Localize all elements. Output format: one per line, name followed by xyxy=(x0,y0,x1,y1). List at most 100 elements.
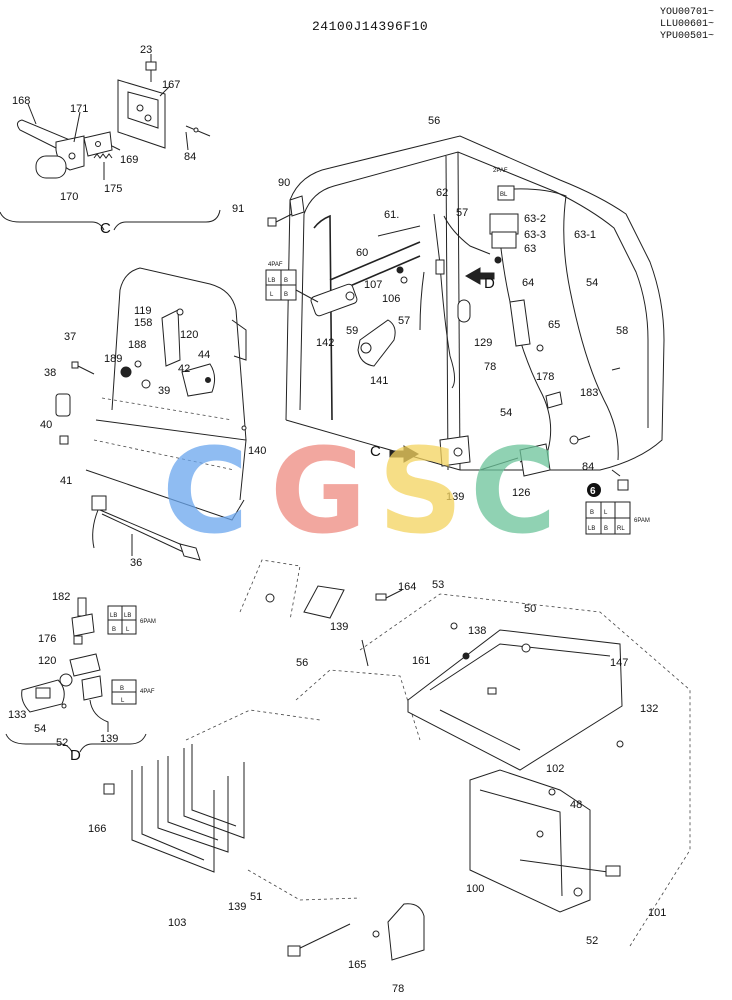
callout-166: 101 xyxy=(648,907,666,919)
callout-178: 178 xyxy=(536,371,554,383)
conn-4p-code: 4PAF xyxy=(268,262,283,268)
conn-6p-code: 6PAM xyxy=(634,518,650,524)
callout-53: 138 xyxy=(468,625,486,637)
callout-183: 183 xyxy=(580,387,598,399)
callout-23: 23 xyxy=(140,44,152,56)
callout-90: 90 xyxy=(278,177,290,189)
callout-56: 56 xyxy=(428,115,440,127)
callout-129: 129 xyxy=(474,337,492,349)
callout-188: 188 xyxy=(128,339,146,351)
conn-d4p-cell-2: LB xyxy=(124,613,131,619)
conn-4p-cell-2: B xyxy=(284,278,288,284)
callout-107: 107 xyxy=(364,279,382,291)
callout-182: 120 xyxy=(38,655,56,667)
floor-parts-drawing xyxy=(103,559,691,961)
conn-2p-code: 2PAF xyxy=(493,168,508,174)
arrow-d-label: D xyxy=(484,275,495,292)
callout-54-d: 139 xyxy=(100,733,118,745)
callout-158: 158 xyxy=(134,317,152,329)
conn-4p-cell-4: B xyxy=(284,292,288,298)
callout-37: 37 xyxy=(64,331,76,343)
callout-52-upper: 102 xyxy=(546,763,564,775)
callout-126: 164 xyxy=(398,581,416,593)
callout-139-a: 53 xyxy=(432,579,444,591)
callout-120-d: 54 xyxy=(34,723,46,735)
cgsc-watermark: C G S C xyxy=(162,422,557,560)
callout-119: 119 xyxy=(134,305,152,317)
model-code-3: YPU00501~ xyxy=(660,31,714,42)
callout-52-lower: 78 xyxy=(392,983,404,995)
callout-54-right: 54 xyxy=(586,277,598,289)
watermark-letter-4: C xyxy=(470,422,557,560)
watermark-letter-3: S xyxy=(378,422,463,560)
callout-141: 141 xyxy=(370,375,388,387)
conn-6p-cell-5: RL xyxy=(617,526,625,532)
conn-d2p-cell-2: L xyxy=(121,698,125,704)
arrow-c-label: C xyxy=(370,443,381,460)
callout-91: 91 xyxy=(232,203,244,215)
callout-65: 65 xyxy=(548,319,560,331)
callout-142: 142 xyxy=(316,337,334,349)
conn-6p-number: 6 xyxy=(590,486,596,497)
callout-36: 36 xyxy=(130,557,142,569)
callout-176: 133 xyxy=(8,709,26,721)
callout-51: 165 xyxy=(348,959,366,971)
part-number-title: 24100J14396F10 xyxy=(312,19,428,34)
callout-139-d: 52 xyxy=(586,935,598,947)
callout-84-c: 84 xyxy=(184,151,196,163)
callout-60: 60 xyxy=(356,247,368,259)
callout-63-3: 63-3 xyxy=(524,229,546,241)
callout-101: 139 xyxy=(228,901,246,913)
callout-189: 189 xyxy=(104,353,122,365)
conn-d2p-cell-1: B xyxy=(120,686,124,692)
callout-63-2: 63-2 xyxy=(524,213,546,225)
watermark-letter-1: C xyxy=(162,422,249,560)
callout-48: 100 xyxy=(466,883,484,895)
callout-38: 38 xyxy=(44,367,56,379)
callout-58: 58 xyxy=(616,325,628,337)
conn-6p-cell-4: B xyxy=(604,526,608,532)
callout-54-lower: 54 xyxy=(500,407,512,419)
model-code-1: YOU00701~ xyxy=(660,7,714,18)
callout-59: 59 xyxy=(346,325,358,337)
callout-140: 140 xyxy=(248,445,266,457)
conn-6p-cell-3: LB xyxy=(588,526,595,532)
conn-4p-cell-1: LB xyxy=(268,278,275,284)
callout-39: 39 xyxy=(158,385,170,397)
callout-77: 84 xyxy=(582,461,594,473)
watermark-letter-2: G xyxy=(270,422,367,560)
callout-62: 62 xyxy=(436,187,448,199)
detail-d-drawing: LB LB B L 6PAM B L 4PAF xyxy=(5,597,156,753)
callout-139-b: 132 xyxy=(640,703,658,715)
callout-78-upper: 78 xyxy=(484,361,496,373)
callout-132: 176 xyxy=(38,633,56,645)
callout-175: 175 xyxy=(104,183,122,195)
callout-42: 42 xyxy=(178,363,190,375)
callout-167: 167 xyxy=(162,79,180,91)
callout-100: 103 xyxy=(168,917,186,929)
callout-102: 166 xyxy=(88,823,106,835)
callout-168: 168 xyxy=(12,95,30,107)
callout-164: 50 xyxy=(524,603,536,615)
conn-d4p-cell-1: LB xyxy=(110,613,117,619)
callout-171: 171 xyxy=(70,103,88,115)
conn-6p-cell-1: B xyxy=(590,510,594,516)
callout-76: 126 xyxy=(512,487,530,499)
detail-c-drawing xyxy=(0,54,221,231)
callout-169: 169 xyxy=(120,154,138,166)
callout-147: 56 xyxy=(296,657,308,669)
callout-63: 63-1 xyxy=(574,229,596,241)
conn-2p-cell-1: BL xyxy=(500,192,508,198)
callout-44: 44 xyxy=(198,349,210,361)
callout-103: 51 xyxy=(250,891,262,903)
detail-c-label: C xyxy=(100,220,111,237)
conn-d2p-code: 4PAF xyxy=(140,689,155,695)
callout-64: 64 xyxy=(522,277,534,289)
callout-170: 170 xyxy=(60,191,78,203)
conn-4p-cell-3: L xyxy=(270,292,274,298)
conn-d4p-cell-4: L xyxy=(126,627,130,633)
callout-56-d: 182 xyxy=(52,591,70,603)
conn-d4p-code: 6PAM xyxy=(140,619,156,625)
callout-139-c: 48 xyxy=(570,799,582,811)
